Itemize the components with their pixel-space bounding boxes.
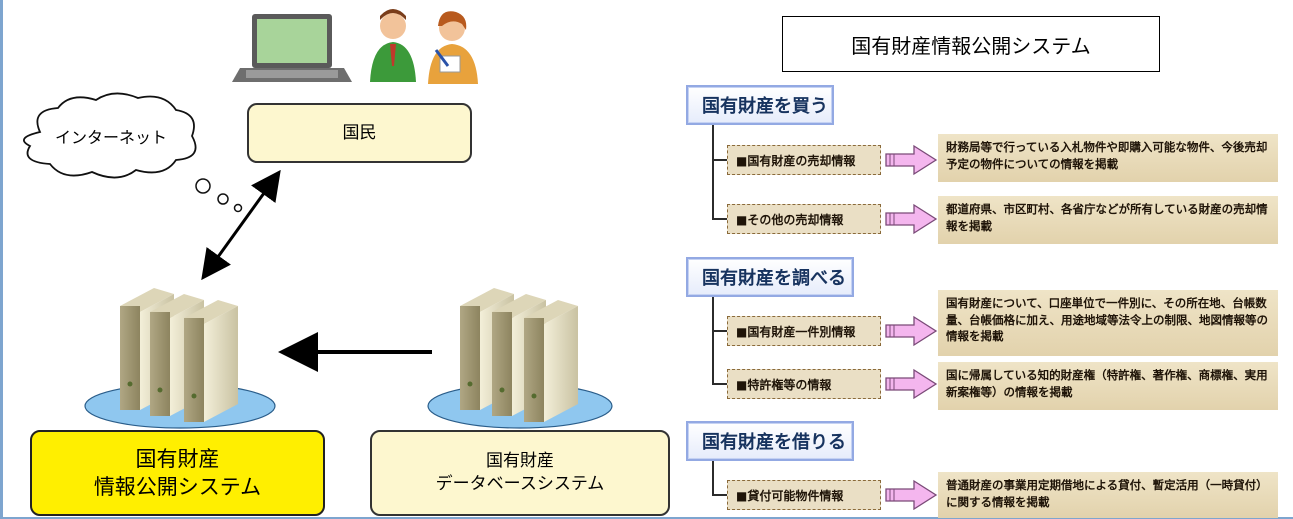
tree-line — [712, 295, 714, 384]
database-system-line2: データベースシステム — [435, 474, 605, 494]
item-lease-info-label: ■貸付可能物件情報 — [736, 488, 844, 503]
people-icon — [370, 9, 478, 84]
pink-arrow-icon — [885, 203, 938, 235]
desc-patent-info: 国に帰属している知的財産権（特許権、著作権、商標権、実用新案権等）の情報を掲載 — [938, 362, 1278, 410]
desc-property-detail: 国有財産について、口座単位で一件別に、その所在地、台帳数量、台帳価格に加え、用途… — [938, 290, 1278, 356]
arrow-column — [885, 144, 938, 510]
system-title: 国有財産情報公開システム — [851, 33, 1091, 58]
category-rent[interactable]: 国有財産を借りる — [686, 421, 854, 461]
database-system-line1: 国有財産 — [485, 451, 554, 472]
tree-line — [712, 159, 728, 161]
category-buy[interactable]: 国有財産を買う — [686, 85, 834, 125]
database-system-box: 国有財産 データベースシステム — [370, 430, 670, 516]
pink-arrow-icon — [885, 315, 938, 347]
item-property-detail[interactable]: ■国有財産一件別情報 — [727, 316, 881, 346]
desc-other-sale-info-text: 都道府県、市区町村、各省庁などが所有している財産の売却情報を掲載 — [946, 202, 1268, 233]
pink-arrow-icon — [885, 144, 938, 176]
disclosure-system-line1: 国有財産 — [135, 446, 220, 471]
tree-line — [712, 124, 714, 219]
bidirectional-arrow — [201, 169, 281, 281]
item-other-sale-info-label: ■その他の売却情報 — [736, 212, 844, 227]
desc-sale-info: 財務局等で行っている入札物件や即購入可能な物件、今後売却予定の物件についての情報… — [938, 134, 1278, 182]
tree-line — [712, 494, 728, 496]
item-lease-info[interactable]: ■貸付可能物件情報 — [727, 480, 881, 510]
item-other-sale-info[interactable]: ■その他の売却情報 — [727, 204, 881, 234]
item-property-detail-label: ■国有財産一件別情報 — [736, 324, 856, 339]
internet-cloud — [23, 92, 243, 213]
desc-lease-info-text: 普通財産の事業用定期借地による貸付、暫定活用（一時貸付）に関する情報を掲載 — [946, 478, 1268, 509]
disclosure-system-box: 国有財産 情報公開システム — [30, 430, 325, 516]
item-sale-info-label: ■国有財産の売却情報 — [736, 153, 856, 168]
tree-line — [712, 218, 728, 220]
people-label: 国民 — [342, 122, 377, 143]
system-title-box: 国有財産情報公開システム — [782, 16, 1160, 72]
tree-line — [712, 330, 728, 332]
disclosure-server-icon — [84, 288, 276, 429]
desc-lease-info: 普通財産の事業用定期借地による貸付、暫定活用（一時貸付）に関する情報を掲載 — [938, 472, 1278, 518]
desc-property-detail-text: 国有財産について、口座単位で一件別に、その所在地、台帳数量、台帳価格に加え、用途… — [946, 296, 1268, 344]
tree-line — [712, 459, 714, 495]
desc-other-sale-info: 都道府県、市区町村、各省庁などが所有している財産の売却情報を掲載 — [938, 196, 1278, 244]
frame-bottom-edge — [0, 517, 1293, 519]
category-buy-label: 国有財産を買う — [702, 96, 828, 117]
item-patent-info-label: ■特許権等の情報 — [736, 377, 832, 392]
desc-patent-info-text: 国に帰属している知的財産権（特許権、著作権、商標権、実用新案権等）の情報を掲載 — [946, 368, 1268, 399]
laptop-icon — [232, 14, 352, 82]
category-rent-label: 国有財産を借りる — [702, 432, 846, 453]
item-patent-info[interactable]: ■特許権等の情報 — [727, 369, 881, 399]
internet-label: インターネット — [54, 128, 167, 147]
tree-line — [712, 383, 728, 385]
desc-sale-info-text: 財務局等で行っている入札物件や即購入可能な物件、今後売却予定の物件についての情報… — [946, 140, 1268, 171]
people-box: 国民 — [247, 103, 472, 163]
pink-arrow-icon — [885, 368, 938, 400]
category-search-label: 国有財産を調べる — [702, 268, 846, 289]
frame-left-edge — [0, 0, 3, 519]
disclosure-system-line2: 情報公開システム — [93, 475, 262, 499]
category-search[interactable]: 国有財産を調べる — [686, 257, 854, 297]
system-diagram — [23, 9, 613, 429]
database-server-icon — [427, 288, 613, 429]
item-sale-info[interactable]: ■国有財産の売却情報 — [727, 145, 881, 175]
pink-arrow-icon — [885, 479, 938, 510]
